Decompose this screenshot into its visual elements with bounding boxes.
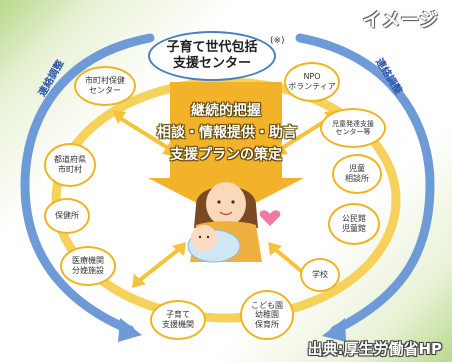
source-caption: 出典:厚生労働省HP [307,340,442,358]
center-note: (※) [270,36,285,46]
coordination-arrowhead-right [322,318,346,342]
node-school: 学校 [300,258,340,292]
node-municipal-health-center: 市町村保健 センター [74,66,136,106]
mother-baby-illustration [187,182,281,263]
node-npo-volunteer: NPO ボランティア [284,62,340,102]
node-child-development: 児童発達支援 センター等 [320,108,386,148]
coordination-arc-left [20,33,155,335]
support-line-2: 相談・情報提供・助言 [157,125,297,141]
node-medical-institution: 医療機関 分娩施設 [60,246,116,286]
node-prefecture-municipality: 都道府県 市町村 [44,143,96,187]
node-community-center: 公民館 児童館 [328,203,380,245]
support-line-1: 継続的把握 [191,103,261,119]
node-health-center: 保健所 [44,198,90,234]
node-child-consultation: 児童 相談所 [332,154,382,194]
center-support-node: 子育て世代包括 支援センター [148,31,276,81]
coordination-arc-right [295,33,435,335]
image-label: イメージ [362,9,438,31]
node-childcare-support: 子育て 支援機関 [150,300,206,340]
node-nursery-schools: こども園 幼稚園 保育所 [240,290,294,340]
coordination-arrowhead-left [118,318,142,342]
support-arrow [148,82,304,218]
support-line-3: 支援プランの策定 [170,147,282,163]
